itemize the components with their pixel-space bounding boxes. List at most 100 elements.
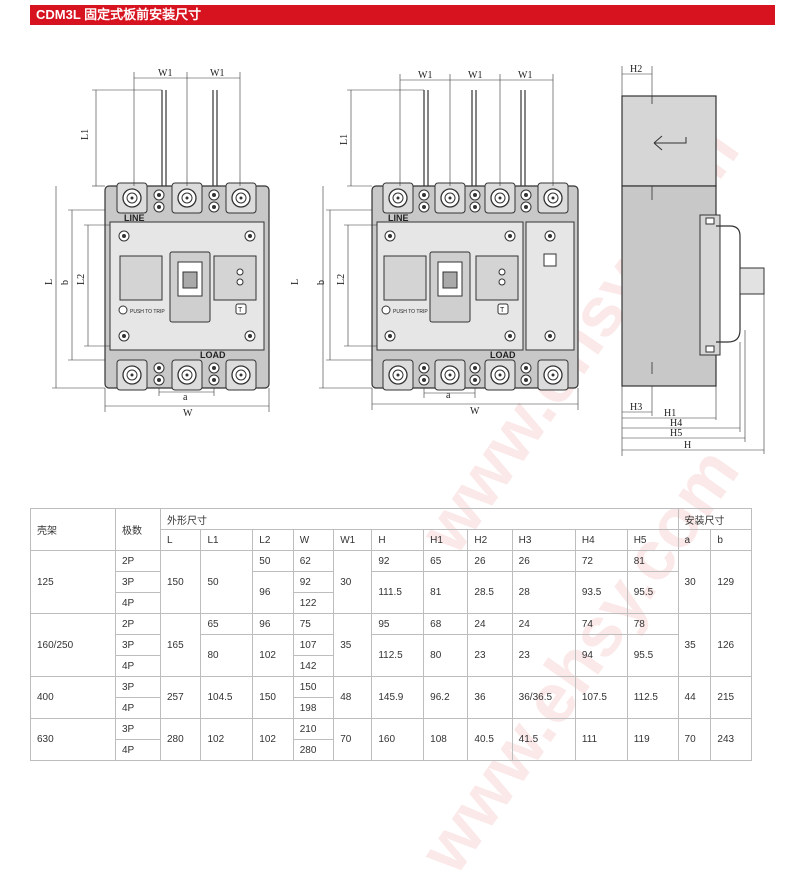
dim-b-4p: b bbox=[316, 280, 327, 285]
cell: 36/36.5 bbox=[511, 676, 576, 719]
section-title: CDM3L 固定式板前安装尺寸 bbox=[36, 7, 202, 22]
cell: 70 bbox=[677, 718, 712, 761]
cell: 75 bbox=[292, 613, 335, 635]
cell: 112.5 bbox=[371, 634, 425, 677]
push-to-trip-label-4p: PUSH TO TRIP bbox=[393, 309, 428, 315]
cell: 126 bbox=[710, 613, 752, 677]
cell: 24 bbox=[511, 613, 576, 635]
cell: 280 bbox=[292, 739, 335, 761]
th-col: W bbox=[292, 529, 335, 551]
table-row: 4P 142 bbox=[31, 655, 752, 677]
dim-l: L bbox=[44, 279, 55, 285]
cell: 107 bbox=[292, 634, 335, 656]
cell: 4P bbox=[115, 592, 161, 614]
cell: 28.5 bbox=[467, 571, 513, 614]
cell: 95.5 bbox=[626, 571, 679, 614]
table-row: 630 3P 280 102 102 210 70 160 108 40.5 4… bbox=[30, 718, 752, 761]
cell: 93.5 bbox=[574, 571, 628, 614]
cell: 280 bbox=[159, 718, 202, 761]
dim-h: H bbox=[684, 440, 691, 451]
cell: 3P bbox=[115, 634, 161, 656]
th-col: a bbox=[677, 529, 712, 551]
th-col: H bbox=[371, 529, 425, 551]
cell: 215 bbox=[710, 676, 752, 719]
table-row: 4P 198 bbox=[31, 697, 752, 719]
cell: 50 bbox=[200, 550, 254, 614]
dim-w: W bbox=[183, 408, 193, 419]
cell: 95 bbox=[371, 613, 425, 635]
cell: 65 bbox=[200, 613, 254, 635]
th-col: L2 bbox=[252, 529, 294, 551]
dim-w-4p: W bbox=[470, 406, 480, 417]
cell: 92 bbox=[371, 550, 425, 572]
dim-b: b bbox=[60, 280, 71, 285]
cell: 210 bbox=[292, 718, 335, 740]
th-outline: 外形尺寸 bbox=[160, 508, 679, 530]
dim-a-4p: a bbox=[446, 390, 451, 401]
dim-l2-4p: L2 bbox=[336, 274, 347, 285]
section-header: CDM3L 固定式板前安装尺寸 bbox=[30, 5, 775, 25]
dim-l1: L1 bbox=[80, 129, 91, 140]
cell: 102 bbox=[252, 634, 294, 677]
cell: 150 bbox=[252, 676, 294, 719]
cell: 102 bbox=[200, 718, 254, 761]
front-view-4p: LINE LOAD PUSH TO TRIP T bbox=[290, 70, 579, 417]
cell: 150 bbox=[292, 676, 335, 698]
table-row: 400 3P 257 104.5 150 150 48 145.9 96.2 3… bbox=[30, 676, 752, 719]
cell: 36 bbox=[467, 676, 513, 719]
cell: 145.9 bbox=[371, 676, 425, 719]
th-col: b bbox=[710, 529, 752, 551]
line-label: LINE bbox=[124, 213, 145, 223]
dim-l2: L2 bbox=[76, 274, 87, 285]
dim-w1-4p-a: W1 bbox=[418, 70, 432, 81]
cell: 70 bbox=[333, 718, 373, 761]
cell: 129 bbox=[710, 550, 752, 614]
th-col: H4 bbox=[574, 529, 628, 551]
th-col: L bbox=[159, 529, 202, 551]
cell: 3P bbox=[115, 676, 161, 698]
cell: 44 bbox=[677, 676, 712, 719]
cell: 26 bbox=[467, 550, 513, 572]
cell: 30 bbox=[333, 550, 373, 614]
dim-h1: H1 bbox=[664, 408, 676, 419]
cell: 111 bbox=[574, 718, 628, 761]
dim-a: a bbox=[183, 392, 188, 403]
cell: 68 bbox=[423, 613, 469, 635]
dimension-drawing: LINE LOAD PUSH TO TRIP T W1 bbox=[44, 64, 765, 456]
test-button-label-4p: T bbox=[500, 307, 505, 314]
cell: 125 bbox=[30, 550, 116, 614]
cell: 24 bbox=[467, 613, 513, 635]
cell: 96 bbox=[252, 613, 294, 635]
load-label: LOAD bbox=[200, 350, 226, 360]
load-label-4p: LOAD bbox=[490, 350, 516, 360]
cell: 26 bbox=[511, 550, 576, 572]
table-row: 125 2P 150 50 50 62 30 92 65 26 26 72 81… bbox=[30, 550, 752, 614]
th-frame: 壳架 bbox=[30, 508, 116, 551]
cell: 630 bbox=[30, 718, 116, 761]
th-col: H3 bbox=[511, 529, 576, 551]
th-poles: 极数 bbox=[115, 508, 161, 551]
cell: 112.5 bbox=[626, 676, 679, 719]
cell: 80 bbox=[423, 634, 469, 677]
side-view: H2 H3 H1 H4 H5 H bbox=[621, 64, 765, 456]
table-row: 160/250 2P 165 65 96 75 35 95 68 24 24 7… bbox=[30, 613, 752, 677]
cell: 165 bbox=[159, 613, 202, 677]
table-row: 4P 280 bbox=[31, 739, 752, 761]
cell: 4P bbox=[115, 739, 161, 761]
th-col: W1 bbox=[333, 529, 373, 551]
cell: 160 bbox=[371, 718, 425, 761]
dim-w1-4p-b: W1 bbox=[468, 70, 482, 81]
dim-w1-a: W1 bbox=[158, 68, 172, 79]
cell: 107.5 bbox=[574, 676, 628, 719]
test-button-label: T bbox=[238, 307, 243, 314]
cell: 28 bbox=[511, 571, 576, 614]
dim-l1-4p: L1 bbox=[339, 134, 350, 145]
cell: 108 bbox=[423, 718, 469, 761]
cell: 94 bbox=[574, 634, 628, 677]
cell: 96.2 bbox=[423, 676, 469, 719]
cell: 62 bbox=[292, 550, 335, 572]
dim-w1-4p-c: W1 bbox=[518, 70, 532, 81]
cell: 80 bbox=[200, 634, 254, 677]
cell: 160/250 bbox=[30, 613, 116, 677]
cell: 102 bbox=[252, 718, 294, 761]
